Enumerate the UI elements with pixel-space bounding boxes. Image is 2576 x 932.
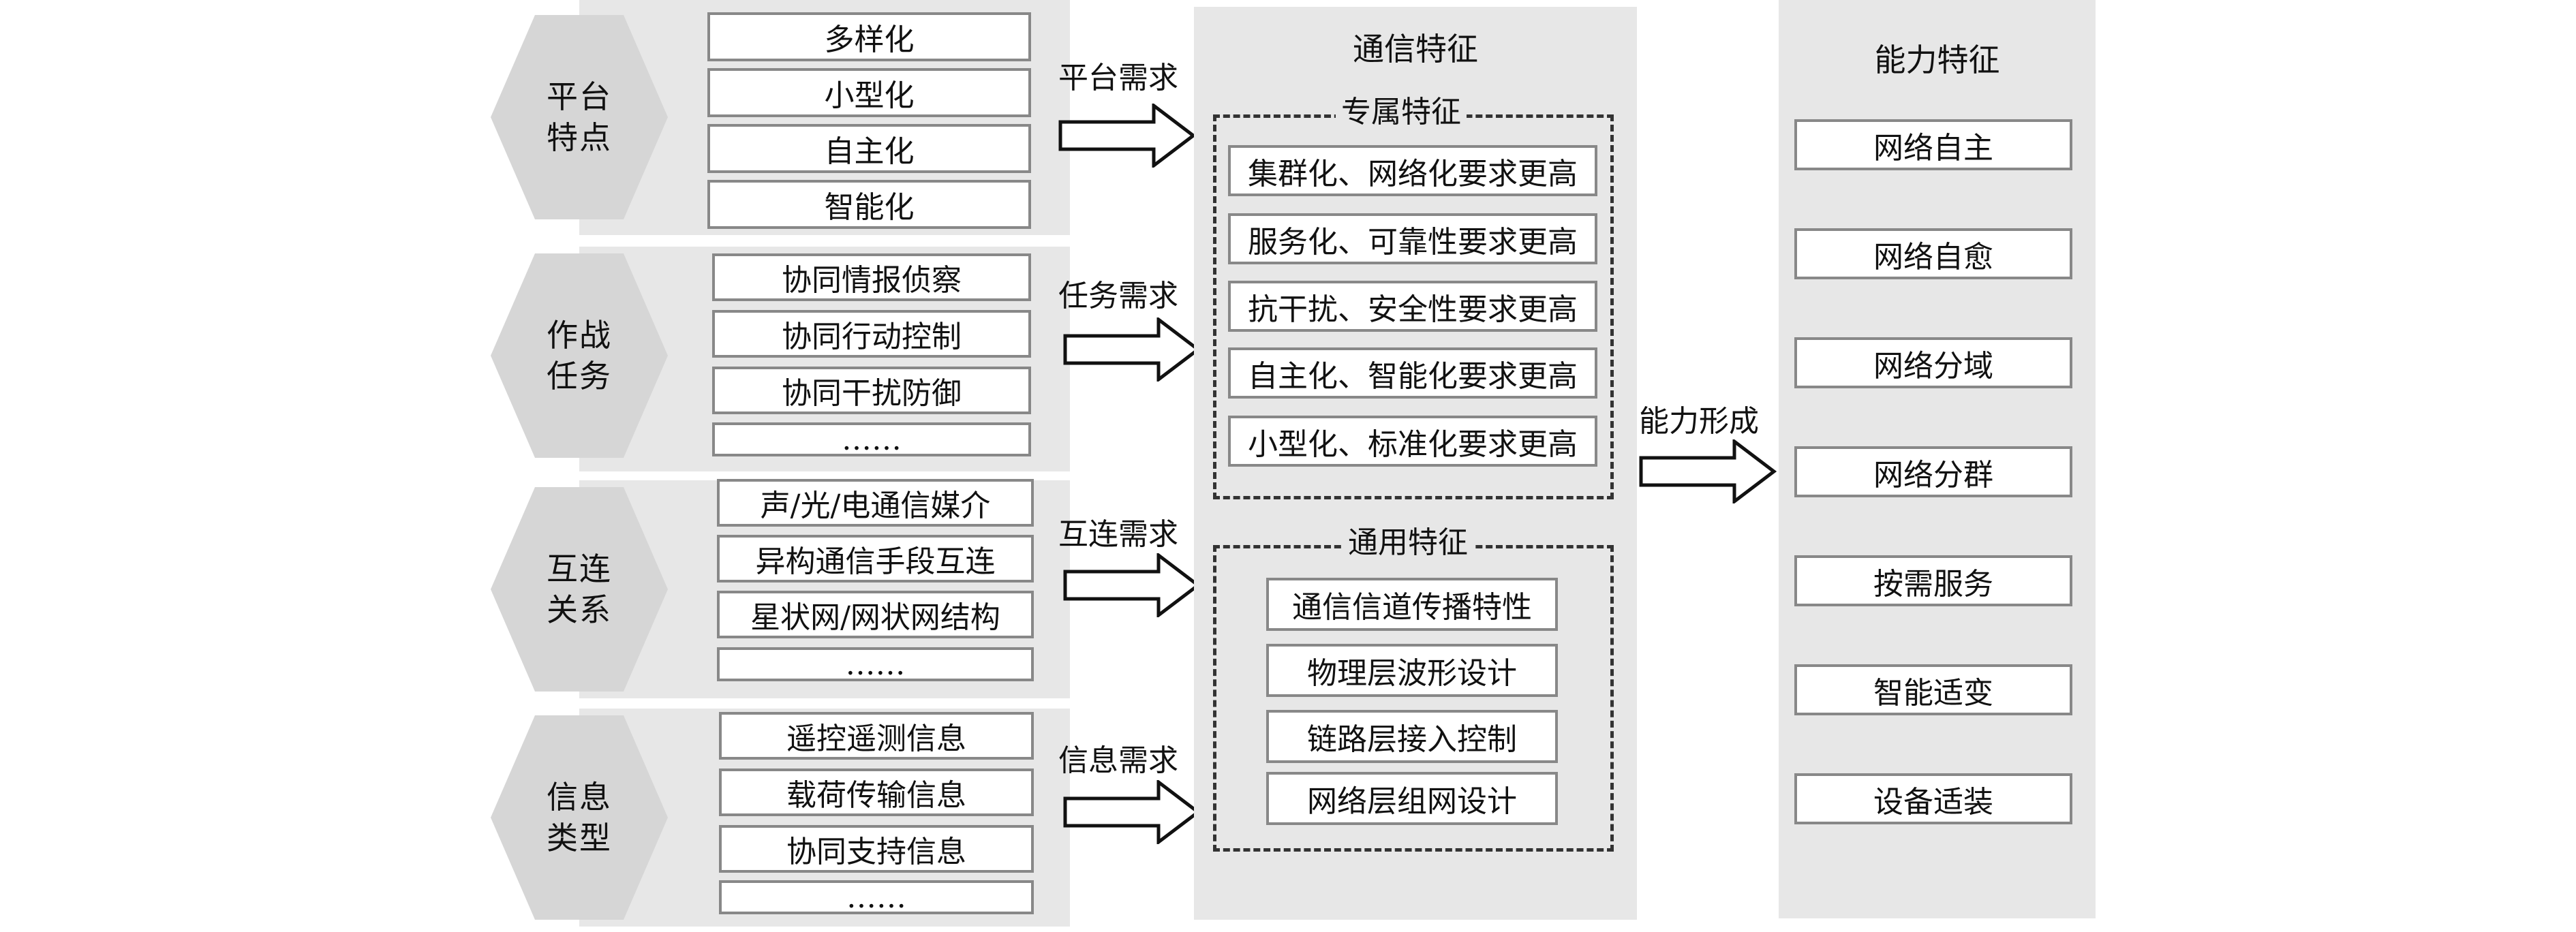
platform-item: 自主化 — [707, 124, 1031, 173]
platform-item: 小型化 — [707, 68, 1031, 117]
mission-item: 协同情报侦察 — [712, 253, 1031, 301]
exclusive-item: 小型化、标准化要求更高 — [1228, 416, 1597, 467]
info-item: 载荷传输信息 — [719, 768, 1034, 816]
general-item: 网络层组网设计 — [1266, 772, 1558, 825]
exclusive-title: 专属特征 — [1336, 95, 1467, 129]
platform-item: 智能化 — [707, 180, 1031, 229]
info-item: …… — [719, 880, 1034, 915]
arrow-right-icon — [1639, 439, 1777, 503]
demand-label-interconnect: 互连需求 — [1058, 517, 1178, 552]
formation-label: 能力形成 — [1639, 404, 1759, 439]
interconnect-item: …… — [717, 647, 1034, 682]
demand-label-platform: 平台需求 — [1058, 61, 1178, 95]
demand-label-mission: 任务需求 — [1058, 279, 1178, 313]
mission-item: 协同干扰防御 — [712, 367, 1031, 414]
mission-item: 协同行动控制 — [712, 310, 1031, 358]
interconnect-item: 异构通信手段互连 — [717, 535, 1034, 582]
arrow-right-icon — [1058, 104, 1196, 168]
interconnect-item: 声/光/电通信媒介 — [717, 479, 1034, 527]
general-item: 通信信道传播特性 — [1266, 578, 1558, 631]
hex-label: 互连关系 — [547, 550, 612, 628]
capability-item: 设备适装 — [1794, 773, 2072, 824]
info-item: 协同支持信息 — [719, 825, 1034, 873]
capability-title: 能力特征 — [1874, 42, 2000, 78]
hex-label: 信息类型 — [547, 779, 612, 856]
exclusive-item: 集群化、网络化要求更高 — [1228, 145, 1597, 196]
capability-item: 按需服务 — [1794, 555, 2072, 606]
hex-label: 平台特点 — [547, 78, 612, 156]
capability-item: 网络分域 — [1794, 337, 2072, 388]
general-item: 物理层波形设计 — [1266, 644, 1558, 697]
interconnect-item: 星状网/网状网结构 — [717, 591, 1034, 638]
platform-item: 多样化 — [707, 12, 1031, 61]
general-item: 链路层接入控制 — [1266, 710, 1558, 763]
hex-label: 作战任务 — [547, 317, 612, 394]
general-title: 通用特征 — [1343, 526, 1473, 560]
capability-item: 网络分群 — [1794, 446, 2072, 497]
info-item: 遥控遥测信息 — [719, 712, 1034, 760]
comm-title: 通信特征 — [1353, 31, 1478, 67]
arrow-right-icon — [1063, 780, 1201, 844]
capability-item: 智能适变 — [1794, 664, 2072, 715]
exclusive-item: 自主化、智能化要求更高 — [1228, 347, 1597, 399]
exclusive-item: 抗干扰、安全性要求更高 — [1228, 281, 1597, 332]
exclusive-item: 服务化、可靠性要求更高 — [1228, 213, 1597, 264]
capability-item: 网络自愈 — [1794, 228, 2072, 279]
capability-item: 网络自主 — [1794, 119, 2072, 170]
demand-label-info: 信息需求 — [1058, 743, 1178, 778]
mission-item: …… — [712, 422, 1031, 457]
arrow-right-icon — [1063, 553, 1201, 617]
arrow-right-icon — [1063, 317, 1201, 382]
